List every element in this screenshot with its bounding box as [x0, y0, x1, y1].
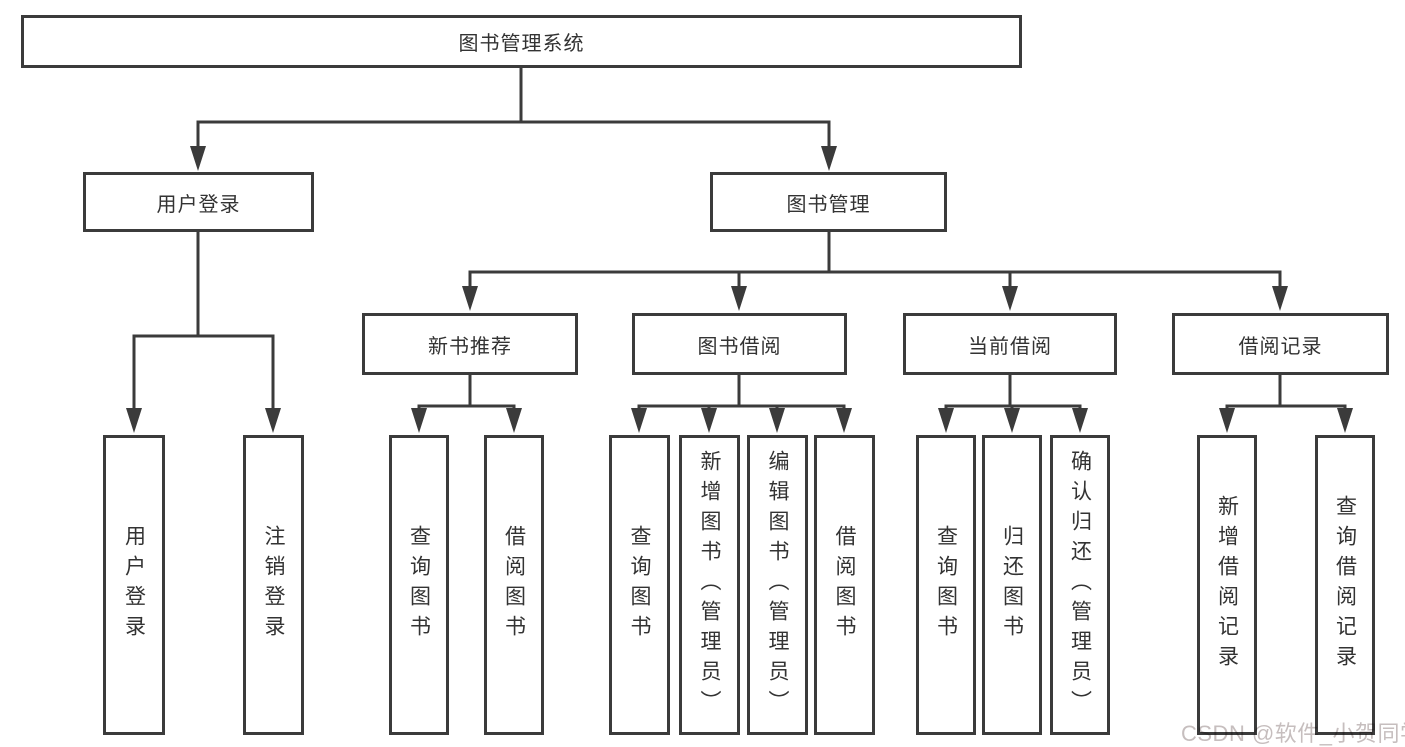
node-library-system: 图书管理系统	[21, 15, 1022, 68]
leaf-records-add-record: 新增借阅记录	[1197, 435, 1257, 735]
node-label: 图书借阅	[697, 335, 782, 358]
leaf-borrowing-query-books: 查询图书	[609, 435, 670, 735]
node-label: 用户登录	[122, 525, 146, 645]
leaf-borrowing-edit-books-admin: 编辑图书（管理员）	[747, 435, 808, 735]
node-label: 确认归还（管理员）	[1068, 450, 1092, 720]
leaf-current-confirm-return-admin: 确认归还（管理员）	[1050, 435, 1110, 735]
node-label: 新增借阅记录	[1215, 495, 1239, 675]
node-label: 查询图书	[407, 525, 431, 645]
node-label: 编辑图书（管理员）	[766, 450, 789, 720]
node-current-borrowing: 当前借阅	[903, 313, 1117, 375]
leaf-borrowing-add-books-admin: 新增图书（管理员）	[679, 435, 740, 735]
node-label: 查询图书	[934, 525, 958, 645]
leaf-current-query-books: 查询图书	[916, 435, 976, 735]
leaf-recommend-query-books: 查询图书	[389, 435, 449, 735]
node-label: 注销登录	[262, 525, 285, 645]
node-label: 图书管理	[786, 193, 871, 216]
node-label: 图书管理系统	[458, 33, 585, 55]
node-label: 借阅图书	[502, 525, 526, 645]
node-book-management: 图书管理	[710, 172, 947, 232]
node-label: 借阅记录	[1238, 335, 1323, 358]
node-label: 归还图书	[1000, 525, 1024, 645]
leaf-records-query-record: 查询借阅记录	[1315, 435, 1375, 735]
node-label: 当前借阅	[968, 335, 1052, 358]
node-label: 新增图书（管理员）	[698, 450, 721, 720]
node-label: 借阅图书	[833, 525, 856, 645]
node-label: 查询借阅记录	[1333, 495, 1357, 675]
leaf-logout: 注销登录	[243, 435, 304, 735]
leaf-borrowing-borrow-books: 借阅图书	[814, 435, 875, 735]
node-label: 用户登录	[156, 193, 241, 216]
leaf-user-login: 用户登录	[103, 435, 165, 735]
leaf-recommend-borrow-books: 借阅图书	[484, 435, 544, 735]
node-label: 查询图书	[628, 525, 651, 645]
node-borrowing-records: 借阅记录	[1172, 313, 1389, 375]
node-label: 新书推荐	[428, 335, 512, 358]
node-new-book-recommend: 新书推荐	[362, 313, 578, 375]
node-book-borrowing: 图书借阅	[632, 313, 847, 375]
csdn-watermark: CSDN @软件_小贺同学	[1181, 721, 1405, 746]
leaf-current-return-books: 归还图书	[982, 435, 1042, 735]
node-user-login: 用户登录	[83, 172, 314, 232]
